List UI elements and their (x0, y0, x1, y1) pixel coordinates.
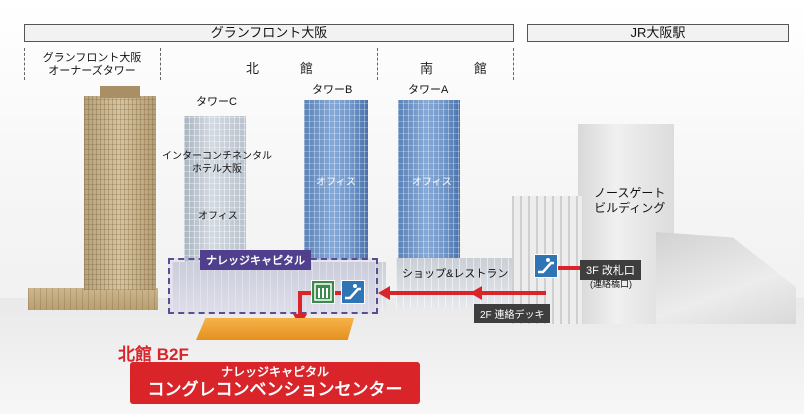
knowledge-capital-tag: ナレッジキャピタル (200, 250, 311, 270)
tower-c-label: タワーC (196, 96, 237, 108)
divider-left (24, 48, 25, 80)
elevator-icon (314, 283, 332, 301)
route-line-deck (388, 291, 546, 295)
office-c-label: オフィス (198, 211, 238, 222)
tower-b-label: タワーB (312, 84, 353, 96)
gate-sub-label: (連絡橋口) (590, 279, 632, 289)
south-podium (396, 258, 532, 308)
jr-osaka-header-bar: JR大阪駅 (527, 24, 789, 42)
convention-center-line2: コングレコンベンションセンター (147, 380, 403, 399)
owners-tower-line1: グランフロント大阪 (42, 52, 142, 64)
divider-owners (160, 48, 161, 80)
route-arrow-icon (470, 286, 482, 300)
tower-c (184, 116, 246, 262)
divider-right (513, 48, 514, 80)
tower-b (304, 100, 368, 260)
tower-a (398, 100, 460, 260)
divider-north-south (377, 48, 378, 80)
elevator-icon-box (311, 280, 335, 304)
grandfront-header-label: グランフロント大阪 (210, 25, 328, 40)
owners-tower-crown (100, 86, 140, 98)
intercontinental-line2: ホテル大阪 (192, 164, 242, 175)
convention-center-line1: ナレッジキャピタル (220, 365, 329, 379)
intercontinental-label: インターコンチネンタル ホテル大阪 (162, 150, 272, 176)
northgate-line2: ビルディング (594, 201, 666, 215)
tower-a-label: タワーA (408, 84, 449, 96)
intercontinental-line1: インターコンチネンタル (162, 151, 272, 162)
owners-tower-line2: オーナーズタワー (48, 65, 136, 77)
escalator-icon (538, 258, 554, 274)
gate-label: 3F 改札口 (580, 260, 641, 280)
north-building-label: 北 館 (246, 61, 328, 76)
shop-restaurant-label: ショップ&レストラン (402, 268, 509, 280)
office-b-label: オフィス (316, 177, 356, 188)
escalator-icon-gate (534, 254, 558, 278)
escalator-icon (345, 284, 361, 300)
office-a-label: オフィス (412, 177, 452, 188)
route-line-down (298, 291, 302, 319)
route-line-gate (557, 266, 581, 270)
jr-osaka-header-label: JR大阪駅 (630, 25, 686, 40)
northgate-line1: ノースゲート (594, 186, 666, 200)
owners-tower-base (28, 288, 158, 310)
floor-label: 北館 B2F (118, 345, 189, 364)
owners-tower (84, 96, 156, 290)
northgate-roof (656, 232, 796, 324)
convention-center-box: ナレッジキャピタル コングレコンベンションセンター (130, 362, 420, 404)
northgate-label: ノースゲート ビルディング (594, 186, 665, 216)
grandfront-header-bar: グランフロント大阪 (24, 24, 514, 42)
south-building-label: 南 館 (420, 61, 502, 76)
route-arrow-icon (378, 286, 390, 300)
owners-tower-label: グランフロント大阪 オーナーズタワー (30, 52, 154, 78)
deck-label: 2F 連絡デッキ (474, 304, 551, 323)
convention-floor-plate (196, 318, 354, 340)
escalator-icon-box (341, 280, 365, 304)
